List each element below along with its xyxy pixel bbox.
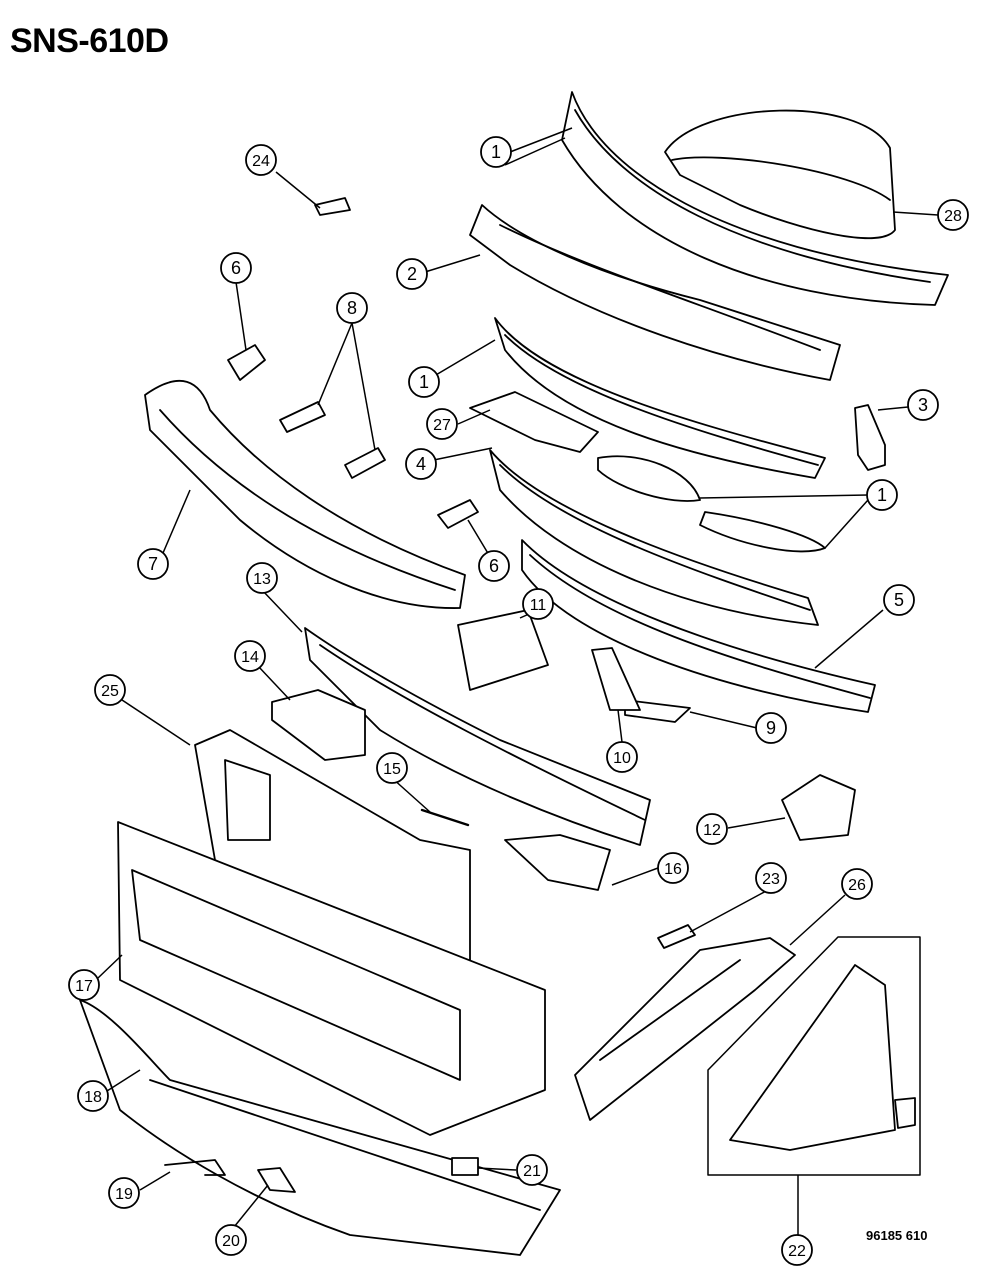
callout-7: 7 xyxy=(137,548,169,580)
callout-10: 10 xyxy=(606,741,638,773)
callout-number: 15 xyxy=(383,761,401,778)
callout-23: 23 xyxy=(755,862,787,894)
callout-number: 5 xyxy=(894,590,904,610)
part-12-bracket xyxy=(781,774,856,841)
callout-6: 6 xyxy=(220,252,252,284)
part-8-bracket-b xyxy=(344,447,386,479)
callout-number: 21 xyxy=(523,1163,541,1180)
callout-12: 12 xyxy=(696,813,728,845)
part-5-reinforcement xyxy=(521,539,876,713)
callout-number: 7 xyxy=(148,554,158,574)
callout-number: 26 xyxy=(848,877,866,894)
callout-number: 9 xyxy=(766,718,776,738)
callout-11: 11 xyxy=(522,588,554,620)
callout-24: 24 xyxy=(245,144,277,176)
callout-number: 24 xyxy=(252,153,270,170)
callout-number: 1 xyxy=(877,485,887,505)
part-21-plug xyxy=(451,1157,479,1176)
callout-number: 8 xyxy=(347,298,357,318)
part-1-cowl-middle xyxy=(494,317,826,479)
callout-25: 25 xyxy=(94,674,126,706)
callout-27: 27 xyxy=(426,408,458,440)
callout-20: 20 xyxy=(215,1224,247,1256)
part-10-panel xyxy=(591,647,641,711)
callout-5: 5 xyxy=(883,584,915,616)
callout-number: 2 xyxy=(407,264,417,284)
callout-number: 16 xyxy=(664,861,682,878)
callout-number: 1 xyxy=(419,372,429,392)
part-15-rod xyxy=(420,808,470,827)
part-14-box xyxy=(271,689,366,761)
callout-number: 23 xyxy=(762,871,780,888)
callout-number: 13 xyxy=(253,571,271,588)
callout-number: 20 xyxy=(222,1233,240,1250)
callout-number: 3 xyxy=(918,395,928,415)
part-7-crossmember xyxy=(144,379,466,609)
part-18-lower-dash xyxy=(79,999,561,1256)
callout-21: 21 xyxy=(516,1154,548,1186)
part-19-bracket xyxy=(164,1159,226,1176)
callout-1-3: 1 xyxy=(866,479,898,511)
callout-number: 25 xyxy=(101,683,119,700)
callout-16: 16 xyxy=(657,852,689,884)
callout-number: 18 xyxy=(84,1089,102,1106)
callout-14: 14 xyxy=(234,640,266,672)
callout-17: 17 xyxy=(68,969,100,1001)
callout-number: 1 xyxy=(491,142,501,162)
part-1-seal-a xyxy=(597,455,701,502)
callout-number: 4 xyxy=(416,454,426,474)
part-1-seal-b xyxy=(699,511,826,553)
callout-number: 22 xyxy=(788,1243,806,1260)
diagram-code: 96185 610 xyxy=(866,1228,928,1243)
callout-4: 4 xyxy=(405,448,437,480)
part-3-clip xyxy=(854,404,886,471)
callout-number: 10 xyxy=(613,750,631,767)
callout-15: 15 xyxy=(376,752,408,784)
callout-number: 28 xyxy=(944,208,962,225)
callout-18: 18 xyxy=(77,1080,109,1112)
part-26-panel xyxy=(574,937,796,1121)
callout-2: 2 xyxy=(396,258,428,290)
callout-22: 22 xyxy=(781,1234,813,1266)
callout-number: 6 xyxy=(489,556,499,576)
part-22-panel xyxy=(729,964,896,1151)
callout-1: 1 xyxy=(480,136,512,168)
callout-number: 6 xyxy=(231,258,241,278)
callout-number: 11 xyxy=(530,597,547,614)
part-20-bracket xyxy=(257,1167,296,1193)
part-6-bracket-mid xyxy=(437,499,479,529)
callout-1-2: 1 xyxy=(408,366,440,398)
part-11-bracket xyxy=(457,609,549,691)
part-4-plenum xyxy=(489,449,819,626)
callout-9: 9 xyxy=(755,712,787,744)
part-22-frame xyxy=(707,936,921,1176)
callout-number: 14 xyxy=(241,649,259,666)
part-16-duct xyxy=(504,834,611,891)
part-24-clip xyxy=(314,197,351,216)
callout-3: 3 xyxy=(907,389,939,421)
part-23-bracket xyxy=(657,924,696,949)
part-27-bracket xyxy=(469,391,599,453)
callout-19: 19 xyxy=(108,1177,140,1209)
part-1-cowl-top xyxy=(561,91,949,306)
part-8-bracket-a xyxy=(279,401,326,433)
callout-number: 12 xyxy=(703,822,721,839)
callout-number: 17 xyxy=(75,978,93,995)
callout-13: 13 xyxy=(246,562,278,594)
callout-number: 19 xyxy=(115,1186,133,1203)
callout-26: 26 xyxy=(841,868,873,900)
callout-6-2: 6 xyxy=(478,550,510,582)
part-28-screen xyxy=(664,109,896,240)
callout-28: 28 xyxy=(937,199,969,231)
callout-8: 8 xyxy=(336,292,368,324)
part-17-dash-panel xyxy=(117,821,546,1136)
callout-number: 27 xyxy=(433,417,451,434)
diagram-title: SNS-610D xyxy=(10,22,169,60)
